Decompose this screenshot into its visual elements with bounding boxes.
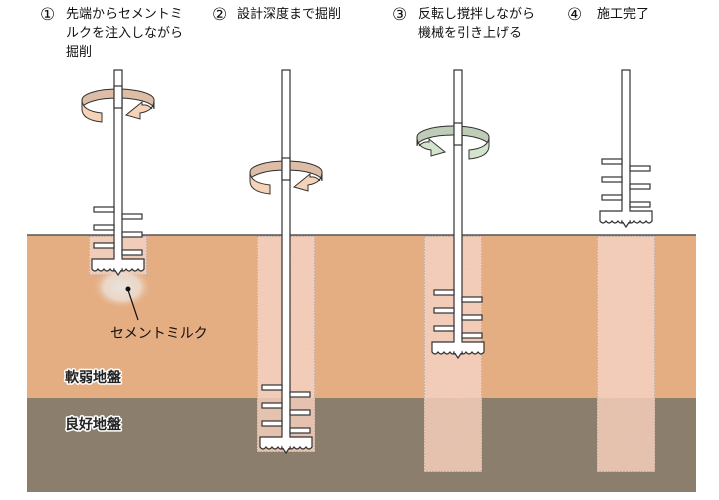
auger-blade — [289, 391, 311, 398]
step-2-line-1: 設計深度まで掘削 — [237, 6, 341, 22]
step-3-rod — [453, 69, 463, 355]
hard-ground-layer — [27, 398, 696, 492]
step-2-number: ② — [212, 5, 227, 25]
step-3-number: ③ — [392, 5, 407, 25]
auger-blade — [461, 332, 483, 339]
arrow-head — [416, 136, 447, 157]
step-3-rod-front — [453, 122, 463, 146]
step-1-auger — [91, 69, 145, 277]
step-4-soil-column — [596, 235, 656, 473]
auger-blade — [289, 409, 311, 416]
step-3-auger — [431, 69, 485, 360]
rotation-arrow-step-3 — [416, 125, 490, 160]
arrow-band-back — [249, 160, 323, 182]
arrow-head — [124, 99, 155, 120]
callout-leader — [127, 289, 139, 321]
auger-blade — [289, 427, 311, 434]
auger-blade — [461, 296, 483, 303]
step-2-rod-front — [281, 157, 291, 181]
step-2-rod — [281, 69, 291, 450]
step-1-line-1: 先端からセメントミ — [66, 7, 183, 22]
rod-overlap — [622, 210, 630, 222]
rotation-arrow-step-2 — [249, 160, 323, 195]
rod-overlap — [282, 436, 290, 448]
auger-blade — [601, 176, 623, 183]
arrow-tail — [249, 171, 271, 195]
step-4-column-hard-tint — [598, 398, 654, 472]
arrow-tail — [468, 136, 490, 160]
auger-blade — [93, 206, 115, 213]
auger-blade — [433, 289, 455, 296]
auger-blade — [261, 402, 283, 409]
rod-overlap — [454, 341, 462, 353]
step-3-column-hard-tint — [425, 398, 481, 472]
callout-dot — [125, 286, 131, 292]
arrow-tail — [81, 99, 103, 123]
auger-blade — [461, 314, 483, 321]
auger-blade — [261, 384, 283, 391]
arrow-band-back — [81, 88, 155, 110]
auger-blade — [121, 231, 143, 238]
auger-blade — [629, 201, 651, 208]
step-1-rod-front — [113, 85, 123, 109]
auger-blade — [93, 242, 115, 249]
auger-blade — [629, 183, 651, 190]
cement-milk-glow — [92, 265, 152, 309]
auger-blade — [121, 249, 143, 256]
step-1-line-3: 掘削 — [66, 45, 92, 60]
step-4-number: ④ — [567, 5, 582, 25]
auger-blade — [433, 307, 455, 314]
cement-milk-label: セメントミルク — [110, 326, 208, 342]
step-1-header: ① 先端からセメントミ ルクを注入しながら 掘削 — [40, 5, 183, 60]
auger-blade — [93, 224, 115, 231]
step-1-line-2: ルクを注入しながら — [66, 26, 183, 41]
step-4-line-1: 施工完了 — [597, 7, 649, 22]
step-3-line-1: 反転し撹拌しながら — [418, 7, 535, 22]
soft-ground-label: 軟弱地盤 — [65, 369, 122, 386]
step-2-auger — [259, 69, 313, 455]
auger-blade — [433, 325, 455, 332]
auger-blade — [261, 420, 283, 427]
step-3-header: ③ 反転し撹拌しながら 機械を引き上げる — [392, 5, 535, 41]
step-2-header: ② 設計深度まで掘削 — [212, 5, 341, 25]
arrow-head — [292, 171, 323, 192]
auger-blade — [601, 158, 623, 165]
step-4-auger — [599, 69, 653, 229]
rod-overlap — [114, 258, 122, 270]
hard-ground-label: 良好地盤 — [65, 416, 122, 433]
rotation-arrow-step-1 — [81, 88, 155, 123]
step-4-header: ④ 施工完了 — [567, 5, 649, 25]
step-3-line-2: 機械を引き上げる — [418, 26, 522, 41]
auger-blade — [121, 213, 143, 220]
step-4-rod — [621, 69, 631, 224]
auger-blade — [601, 194, 623, 201]
auger-blade — [629, 165, 651, 172]
step-1-number: ① — [40, 5, 55, 25]
